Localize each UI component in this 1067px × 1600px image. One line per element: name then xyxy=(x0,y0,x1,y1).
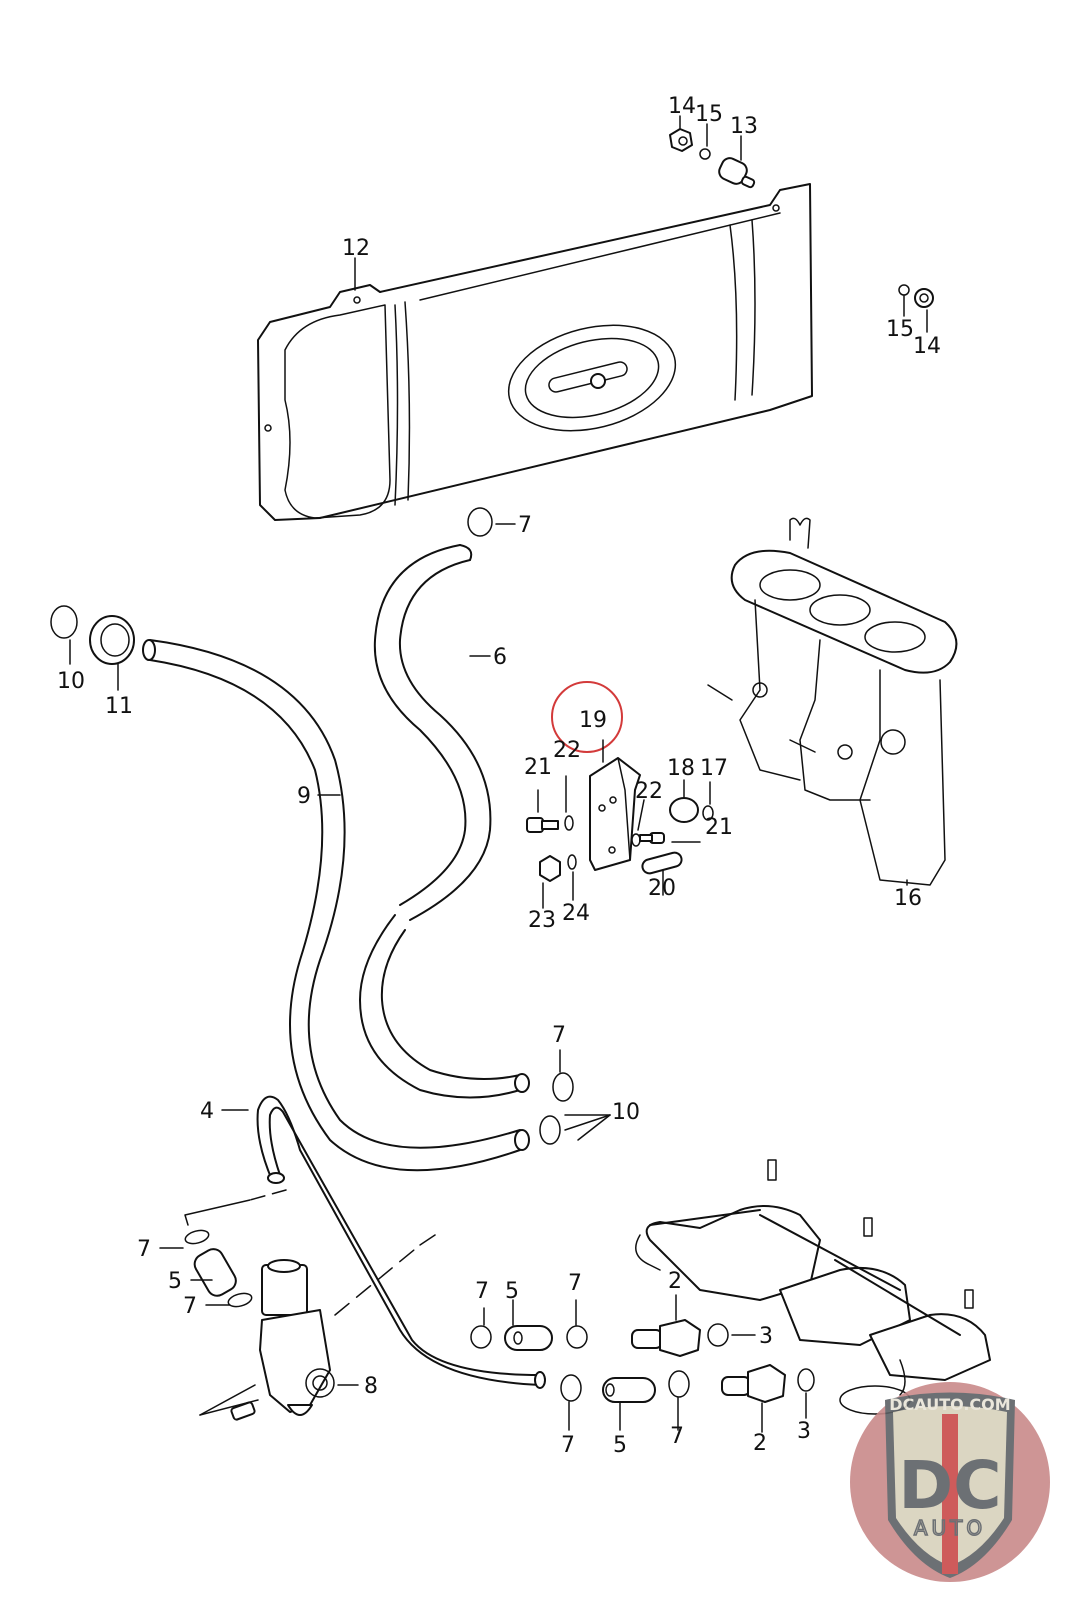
bushing-18[interactable] xyxy=(669,797,699,823)
highlight-circle xyxy=(551,681,623,753)
hose-clamp-7-top[interactable] xyxy=(467,507,493,537)
logo-stripe xyxy=(942,1414,958,1574)
washer-22-right[interactable] xyxy=(631,833,641,847)
bolt-21-right[interactable] xyxy=(639,832,665,844)
logo-letters: DC xyxy=(898,1447,1001,1524)
callout-19[interactable]: 19 xyxy=(579,708,607,733)
callout-11[interactable]: 11 xyxy=(105,694,133,719)
fuel-tank-12[interactable] xyxy=(257,183,813,521)
callout-21[interactable]: 21 xyxy=(524,755,552,780)
callout-9[interactable]: 9 xyxy=(297,784,311,809)
callout-6[interactable]: 6 xyxy=(493,645,507,670)
callout-22[interactable]: 22 xyxy=(635,779,663,804)
callout-10[interactable]: 10 xyxy=(57,669,85,694)
callout-14[interactable]: 14 xyxy=(913,334,941,359)
callout-10[interactable]: 10 xyxy=(612,1100,640,1125)
hose-9[interactable] xyxy=(142,639,530,1172)
callout-15[interactable]: 15 xyxy=(886,317,914,342)
logo-word: AUTO xyxy=(914,1516,986,1540)
dcauto-watermark-logo: DCAUTO.COM DC AUTO xyxy=(850,1382,1050,1582)
hose-clamp-7-row1-right[interactable] xyxy=(566,1325,588,1349)
callout-3[interactable]: 3 xyxy=(759,1324,773,1349)
nut-14-right[interactable] xyxy=(914,288,934,308)
nut-23[interactable] xyxy=(539,855,561,882)
washer-24[interactable] xyxy=(567,854,577,870)
callout-2[interactable]: 2 xyxy=(668,1269,682,1294)
hose-clamp-7-row2-left[interactable] xyxy=(560,1374,582,1402)
callout-12[interactable]: 12 xyxy=(342,236,370,261)
washer-22-left[interactable] xyxy=(564,815,574,831)
carburetor-linkage-assembly[interactable] xyxy=(635,1159,991,1415)
fuel-pipe-4[interactable] xyxy=(256,1095,546,1389)
bracket-19[interactable] xyxy=(589,757,641,871)
hose-6[interactable] xyxy=(373,544,492,921)
washer-3-row2[interactable] xyxy=(797,1368,815,1392)
callout-7[interactable]: 7 xyxy=(475,1279,489,1304)
callout-23[interactable]: 23 xyxy=(528,908,556,933)
callout-13[interactable]: 13 xyxy=(730,114,758,139)
callout-8[interactable]: 8 xyxy=(364,1374,378,1399)
callout-7[interactable]: 7 xyxy=(183,1294,197,1319)
hose-piece-5-row2[interactable] xyxy=(602,1377,656,1403)
callout-5[interactable]: 5 xyxy=(168,1269,182,1294)
washer-15-top[interactable] xyxy=(699,148,711,160)
hose-clamp-10-mid[interactable] xyxy=(539,1115,561,1145)
hose-piece-5-pump[interactable] xyxy=(191,1245,239,1299)
callout-21[interactable]: 21 xyxy=(705,815,733,840)
rubber-mount-13[interactable] xyxy=(717,156,756,189)
clamp-10-left[interactable] xyxy=(50,605,78,639)
callout-20[interactable]: 20 xyxy=(648,876,676,901)
nut-14-top[interactable] xyxy=(669,128,693,152)
callout-24[interactable]: 24 xyxy=(562,901,590,926)
logo-site-text: DCAUTO.COM xyxy=(889,1395,1010,1414)
hose-clamp-7-pump-bottom[interactable] xyxy=(227,1291,253,1309)
callout-4[interactable]: 4 xyxy=(200,1099,214,1124)
grommet-11[interactable] xyxy=(89,615,135,665)
hose-segment-joint[interactable] xyxy=(359,914,530,1099)
intake-manifold-16[interactable] xyxy=(707,517,958,886)
callout-17[interactable]: 17 xyxy=(700,756,728,781)
hose-clamp-7-row1-left[interactable] xyxy=(470,1325,492,1349)
bolt-21-left[interactable] xyxy=(526,817,559,833)
fuel-pump-8[interactable] xyxy=(230,1259,335,1421)
callout-18[interactable]: 18 xyxy=(667,756,695,781)
callout-15[interactable]: 15 xyxy=(695,102,723,127)
callout-7[interactable]: 7 xyxy=(561,1433,575,1458)
callout-5[interactable]: 5 xyxy=(505,1279,519,1304)
hose-clamp-7-pump-top[interactable] xyxy=(184,1228,210,1246)
fitting-2-row1[interactable] xyxy=(631,1319,701,1357)
callout-labels: 14 15 13 12 15 14 7 10 11 6 9 19 21 22 2… xyxy=(57,94,941,1458)
fitting-2-row2[interactable] xyxy=(721,1364,786,1403)
callout-16[interactable]: 16 xyxy=(894,886,922,911)
callout-5[interactable]: 5 xyxy=(613,1433,627,1458)
sleeve-20[interactable] xyxy=(641,851,683,875)
washer-3-row1[interactable] xyxy=(707,1323,729,1347)
hose-clamp-7-mid[interactable] xyxy=(552,1072,574,1102)
callout-7[interactable]: 7 xyxy=(137,1237,151,1262)
washer-17[interactable] xyxy=(702,805,714,821)
callout-7[interactable]: 7 xyxy=(518,513,532,538)
washer-15-right[interactable] xyxy=(898,284,910,296)
callout-7[interactable]: 7 xyxy=(670,1424,684,1449)
hose-piece-5-row1[interactable] xyxy=(504,1325,553,1351)
callout-14[interactable]: 14 xyxy=(668,94,696,119)
callout-22[interactable]: 22 xyxy=(553,738,581,763)
hose-clamp-7-row2-right[interactable] xyxy=(668,1370,690,1398)
callout-7[interactable]: 7 xyxy=(568,1271,582,1296)
callout-3[interactable]: 3 xyxy=(797,1419,811,1444)
callout-7[interactable]: 7 xyxy=(552,1023,566,1048)
callout-2[interactable]: 2 xyxy=(753,1431,767,1456)
